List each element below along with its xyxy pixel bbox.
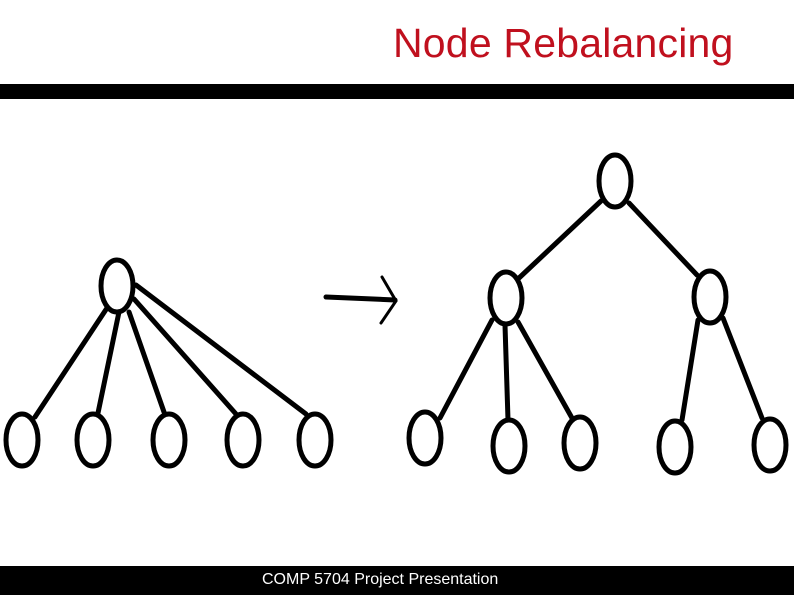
before-tree [3,257,334,469]
transform-arrow [323,275,398,325]
after-root-node [596,152,634,210]
before-leaf-node-5 [296,411,334,469]
after-leaf-node-2 [490,417,528,475]
after-edge-left-1 [437,317,495,421]
after-edge-right-2 [720,315,765,421]
after-edge-left-3 [515,319,575,421]
after-internal-node-right [691,268,729,326]
title-divider-bar [0,84,794,99]
after-leaf-node-1 [406,409,444,467]
after-leaf-node-4 [656,418,694,476]
after-leaf-node-5 [751,416,789,474]
before-edge-5 [133,282,309,417]
after-internal-node-left [487,269,525,327]
before-edge-1 [32,305,110,420]
before-edge-3 [126,309,167,415]
after-tree [406,152,789,476]
after-leaf-node-3 [561,414,599,472]
before-leaf-node-3 [150,411,188,469]
before-root-node [98,257,136,315]
before-leaf-node-1 [3,411,41,469]
before-edge-2 [95,309,122,416]
after-edge-root-right [626,200,700,278]
before-leaf-node-4 [224,411,262,469]
arrow-head [379,275,398,325]
after-edge-root-left [516,198,604,281]
before-edge-4 [131,296,239,417]
footer-bar: COMP 5704 Project Presentation [0,566,794,595]
after-edge-left-2 [502,322,511,423]
slide-title: Node Rebalancing [393,20,734,66]
arrow-shaft [323,294,398,303]
after-edge-right-1 [679,317,701,423]
before-leaf-node-2 [74,411,112,469]
footer-text: COMP 5704 Project Presentation [262,571,499,588]
